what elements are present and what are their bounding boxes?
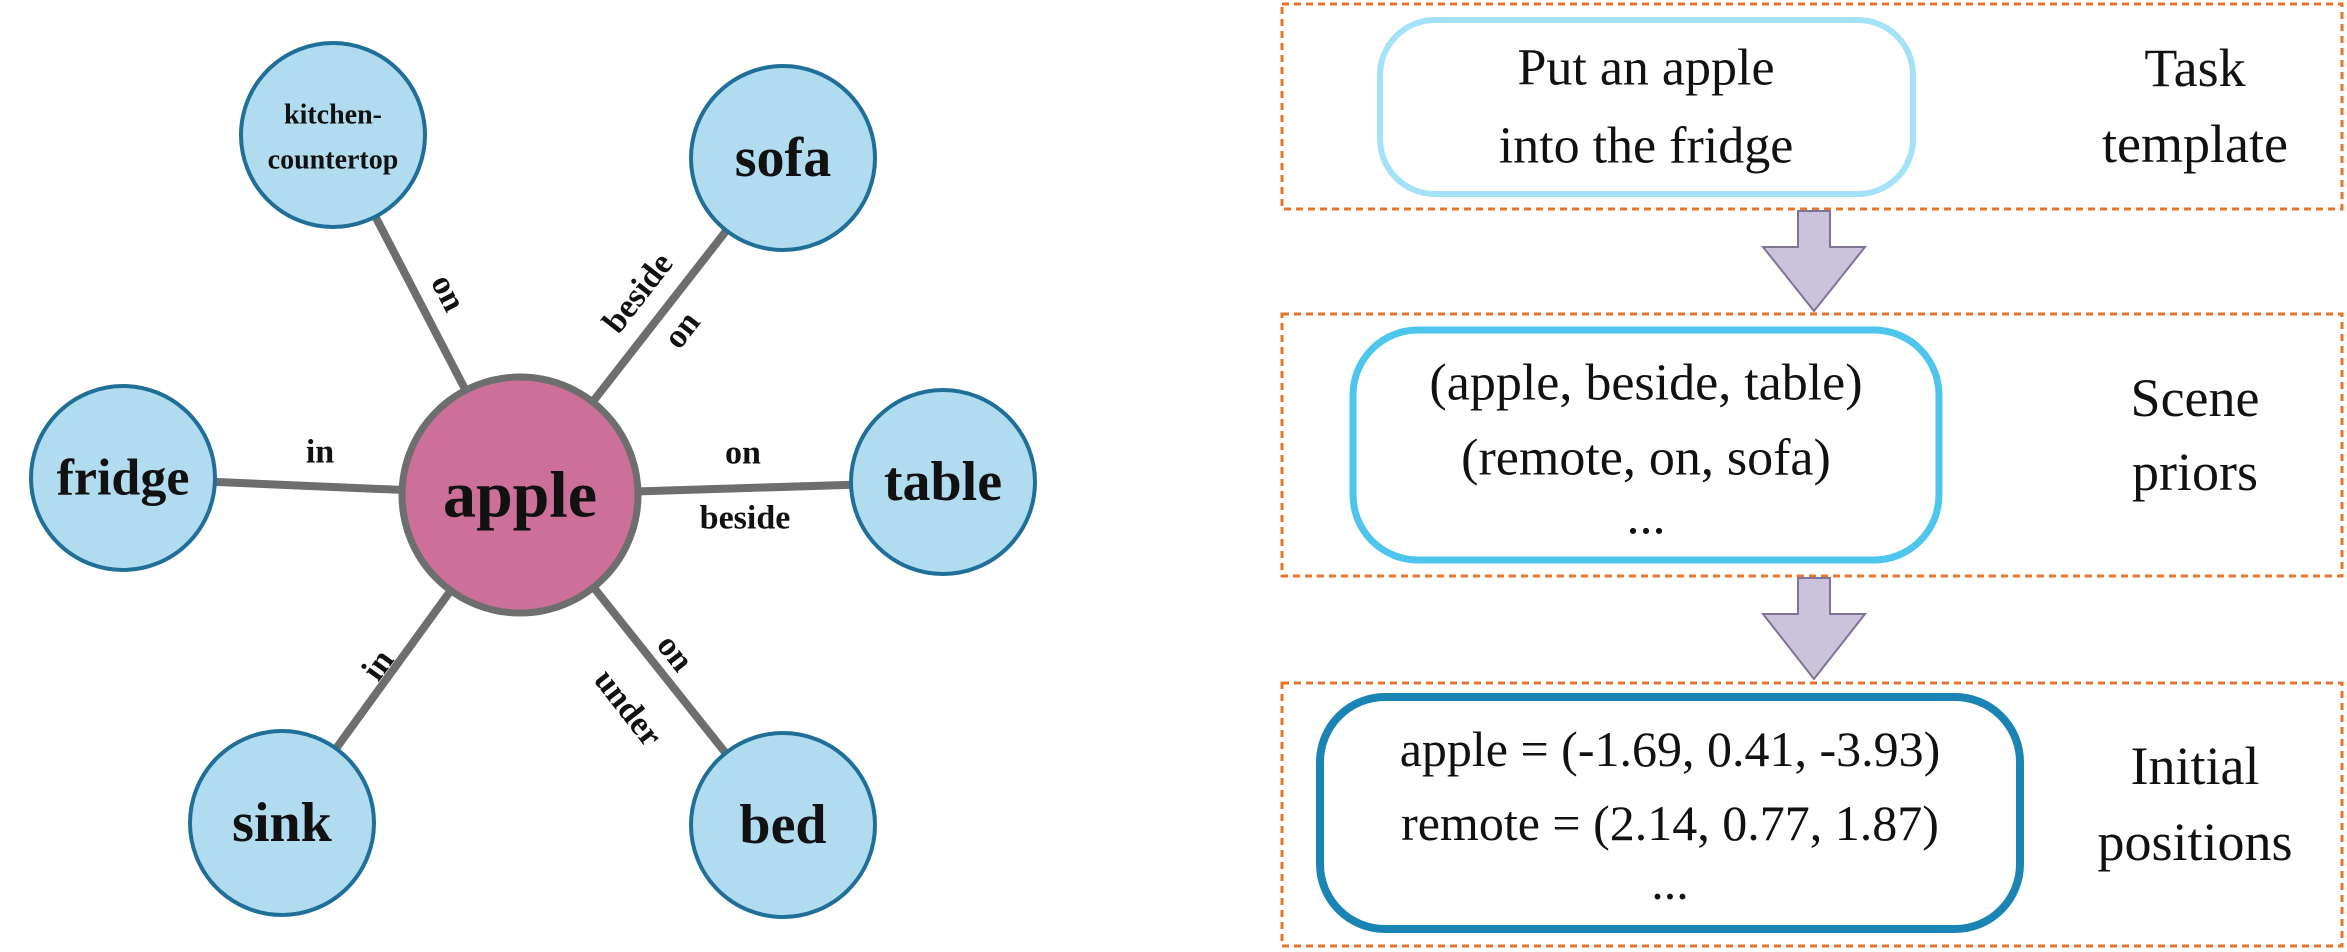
task-template-line: Put an apple xyxy=(1517,40,1774,97)
pipeline: Put an apple into the fridge Task templa… xyxy=(1280,2,2344,948)
task-template-box xyxy=(1377,17,1916,197)
edge-label-kitchen-countertop-on: on xyxy=(423,269,472,318)
edge-label-table-beside: beside xyxy=(700,500,791,537)
relation-graph: on beside on in on beside in on under ki… xyxy=(29,41,1037,919)
node-label-line: kitchen- xyxy=(284,100,382,131)
node-sofa: sofa xyxy=(689,64,877,252)
edge-label-table-on: on xyxy=(725,435,761,472)
down-arrow xyxy=(1760,210,1868,313)
section-title-line: Scene xyxy=(2131,368,2260,428)
scene-prior-line: ... xyxy=(1627,489,1666,546)
initial-positions-box xyxy=(1316,693,2024,933)
node-fridge: fridge xyxy=(29,384,217,572)
node-label: sink xyxy=(232,792,332,854)
section-border xyxy=(1280,681,2344,948)
node-circle xyxy=(849,388,1037,576)
scene-prior-line: (remote, on, sofa) xyxy=(1461,430,1831,487)
center-label: apple xyxy=(443,459,597,532)
section-border xyxy=(1280,312,2344,578)
section-title-line: positions xyxy=(2097,812,2292,872)
initial-position-line: remote = (2.14, 0.77, 1.87) xyxy=(1401,795,1939,851)
down-arrow xyxy=(1760,577,1868,681)
node-label: bed xyxy=(739,794,826,856)
section-title-line: Task xyxy=(2144,38,2245,98)
initial-position-line: apple = (-1.69, 0.41, -3.93) xyxy=(1400,721,1941,777)
edge-label-sink-in: in xyxy=(355,643,402,688)
node-bed: bed xyxy=(689,731,877,919)
section-title-line: priors xyxy=(2132,442,2258,502)
node-circle xyxy=(29,384,217,572)
section-initial-positions: apple = (-1.69, 0.41, -3.93) remote = (2… xyxy=(1280,681,2344,948)
node-label: fridge xyxy=(57,450,190,507)
edge-label-fridge-in: in xyxy=(306,434,334,471)
node-circle xyxy=(689,731,877,919)
node-label-line: countertop xyxy=(268,145,399,176)
task-template-line: into the fridge xyxy=(1499,118,1794,175)
scene-prior-line: (apple, beside, table) xyxy=(1429,355,1862,412)
node-kitchen-countertop: kitchen- countertop xyxy=(239,41,427,229)
node-circle xyxy=(239,41,427,229)
initial-position-line: ... xyxy=(1651,854,1689,910)
node-circle xyxy=(188,729,376,917)
edge-label-bed-under: under xyxy=(587,662,670,753)
node-label: sofa xyxy=(735,127,831,189)
node-apple-center: apple xyxy=(398,373,642,617)
node-circle xyxy=(689,64,877,252)
section-title-line: template xyxy=(2102,114,2288,174)
node-table: table xyxy=(849,388,1037,576)
section-border xyxy=(1280,2,2344,211)
section-scene-priors: (apple, beside, table) (remote, on, sofa… xyxy=(1280,312,2344,578)
section-title-line: Initial xyxy=(2131,736,2260,796)
node-label: table xyxy=(884,451,1002,513)
node-sink: sink xyxy=(188,729,376,917)
scene-priors-box xyxy=(1349,326,1943,564)
center-circle xyxy=(398,373,642,617)
section-task-template: Put an apple into the fridge Task templa… xyxy=(1280,2,2344,211)
